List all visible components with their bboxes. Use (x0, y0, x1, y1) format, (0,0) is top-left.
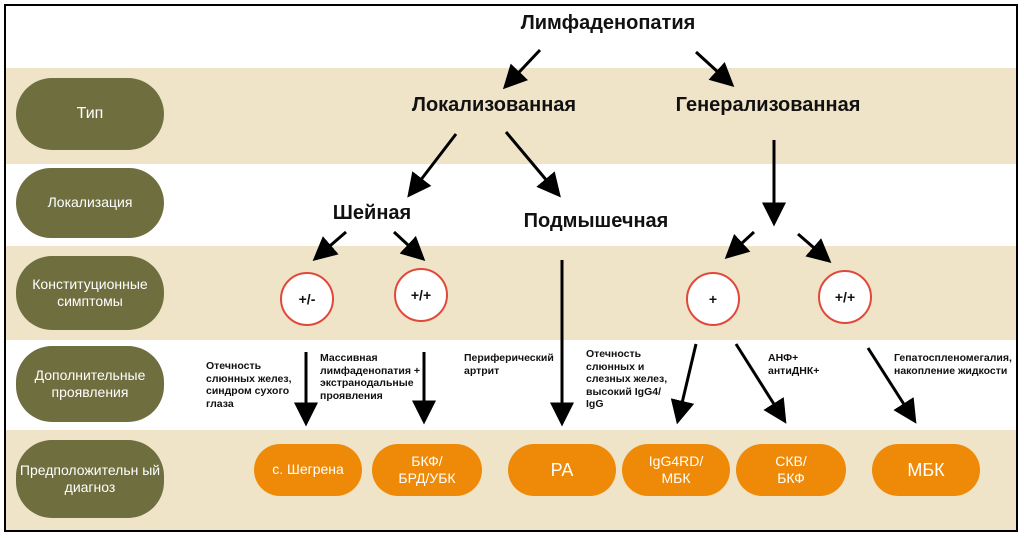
symptom-circle-4: +/+ (818, 270, 872, 324)
diagnosis-igg4rd-mbk: IgG4RD/ МБК (622, 444, 730, 496)
arrow-localized-to-cervical (407, 133, 458, 198)
arrow-title-to-generalized (694, 50, 735, 88)
diagnosis-skv-bkf: СКВ/ БКФ (736, 444, 846, 496)
note-peripheral-arthritis: Периферический артрит (464, 352, 554, 377)
note-igg4-signs: Отечность слюнных и слезных желез, высок… (586, 348, 668, 411)
diagram-frame: Тип Локализация Конституционные симптомы… (4, 4, 1018, 532)
arrows-layer (294, 48, 917, 427)
arrow-localized-to-axillary (504, 131, 561, 198)
node-axillary: Подмышечная (523, 210, 669, 232)
note-massive-lymphadenopathy: Массивная лимфаденопатия + экстранодальн… (320, 352, 420, 402)
arrow-cervical-left (312, 230, 347, 261)
diagnosis-sjogren: с. Шегрена (254, 444, 362, 496)
row-label-diagnosis: Предположительн ый диагноз (16, 440, 164, 518)
symptom-circle-3: + (686, 272, 740, 326)
arrow-cervical-right (392, 230, 426, 262)
title-node: Лимфаденопатия (520, 12, 696, 34)
arrow-c3-right (734, 343, 787, 424)
symptom-circle-1: +/- (280, 272, 334, 326)
note-sjogren-signs: Отечность слюнных желез, синдром сухого … (206, 360, 292, 410)
row-label-type: Тип (16, 78, 164, 150)
arrow-gen-right (797, 232, 832, 263)
row-label-additional: Дополнительные проявления (16, 346, 164, 422)
arrow-title-to-localized (502, 48, 542, 90)
diagnosis-ra: РА (508, 444, 616, 496)
arrow-c4-down (866, 347, 917, 424)
note-hepatosplenomegaly: Гепатоспленомегалия, накопление жидкости (894, 352, 1012, 377)
row-label-constitutional: Конституционные симптомы (16, 256, 164, 330)
arrow-c3-down (670, 343, 698, 425)
row-label-localization: Локализация (16, 168, 164, 238)
note-ana-antidna: АНФ+ антиДНК+ (768, 352, 820, 377)
arrow-gen-left (724, 230, 756, 260)
node-generalized: Генерализованная (675, 94, 861, 116)
diagnosis-bkf-brd-ubk: БКФ/ БРД/УБК (372, 444, 482, 496)
node-localized: Локализованная (411, 94, 577, 116)
node-cervical: Шейная (332, 202, 412, 224)
diagnosis-mbk: МБК (872, 444, 980, 496)
symptom-circle-2: +/+ (394, 268, 448, 322)
